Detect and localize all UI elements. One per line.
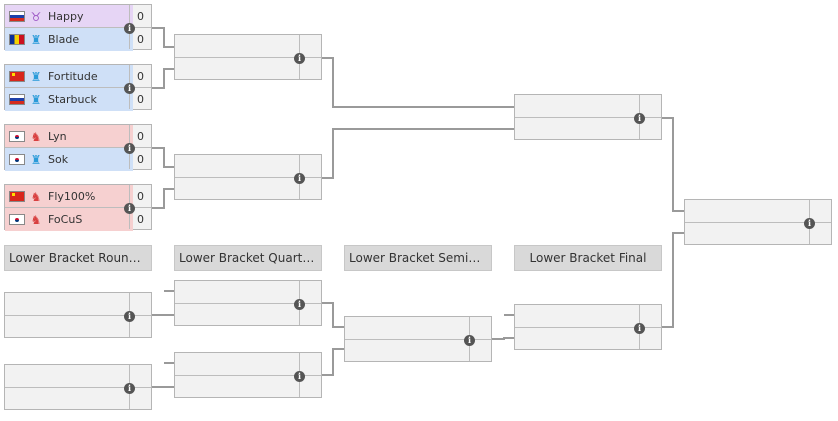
info-icon[interactable]: i: [294, 299, 305, 310]
china-flag-icon: [9, 191, 25, 202]
player-row[interactable]: ♜ Starbuck: [5, 88, 133, 111]
divider: [685, 222, 831, 223]
protoss-icon: ♜: [30, 69, 42, 84]
divider: [5, 87, 151, 88]
divider: [5, 27, 151, 28]
grand-final-match[interactable]: i: [684, 199, 832, 245]
korea-flag-icon: [9, 214, 25, 225]
upper-r1-match-4[interactable]: ♞ Fly100% ♞ FoCuS 0 0 i: [4, 184, 152, 231]
divider: [175, 57, 321, 58]
player-row[interactable]: ♞ Lyn: [5, 125, 133, 148]
player-name[interactable]: Lyn: [48, 130, 67, 143]
lower-qf-match-1[interactable]: i: [174, 280, 322, 326]
player-row[interactable]: ♞ Fly100%: [5, 185, 133, 208]
divider: [515, 327, 661, 328]
divider: [345, 339, 491, 340]
upper-r1-match-2[interactable]: ♜ Fortitude ♜ Starbuck 0 0 i: [4, 64, 152, 111]
info-icon[interactable]: i: [124, 83, 135, 94]
protoss-icon: ♜: [30, 152, 42, 167]
upper-qf-match-2[interactable]: i: [174, 154, 322, 200]
terran-icon: ♞: [30, 212, 42, 227]
player-row[interactable]: ♜ Blade: [5, 28, 133, 51]
player-row[interactable]: ♞ FoCuS: [5, 208, 133, 231]
lower-r1-match-1[interactable]: i: [4, 292, 152, 338]
lower-r1-match-2[interactable]: i: [4, 364, 152, 410]
lower-final-header: Lower Bracket Final: [514, 245, 662, 271]
player-name[interactable]: FoCuS: [48, 213, 83, 226]
divider: [175, 375, 321, 376]
info-icon[interactable]: i: [124, 23, 135, 34]
terran-icon: ♞: [30, 189, 42, 204]
player-score: 0: [137, 70, 144, 83]
info-icon[interactable]: i: [124, 311, 135, 322]
protoss-icon: ♜: [30, 92, 42, 107]
player-score: 0: [137, 93, 144, 106]
upper-qf-match-1[interactable]: i: [174, 34, 322, 80]
upper-r1-match-1[interactable]: ♉ Happy ♜ Blade 0 0 i: [4, 4, 152, 51]
player-score: 0: [137, 213, 144, 226]
lower-qf-match-2[interactable]: i: [174, 352, 322, 398]
divider: [515, 117, 661, 118]
russia-flag-icon: [9, 11, 25, 22]
player-row[interactable]: ♉ Happy: [5, 5, 133, 28]
player-row[interactable]: ♜ Sok: [5, 148, 133, 171]
korea-flag-icon: [9, 131, 25, 142]
player-name[interactable]: Starbuck: [48, 93, 97, 106]
player-name[interactable]: Blade: [48, 33, 80, 46]
info-icon[interactable]: i: [294, 173, 305, 184]
info-icon[interactable]: i: [124, 203, 135, 214]
info-icon[interactable]: i: [464, 335, 475, 346]
romania-flag-icon: [9, 34, 25, 45]
china-flag-icon: [9, 71, 25, 82]
upper-final-match[interactable]: i: [514, 94, 662, 140]
divider: [5, 207, 151, 208]
divider: [5, 147, 151, 148]
info-icon[interactable]: i: [294, 371, 305, 382]
player-name[interactable]: Happy: [48, 10, 84, 23]
protoss-icon: ♜: [30, 32, 42, 47]
divider: [5, 387, 151, 388]
player-score: 0: [137, 153, 144, 166]
info-icon[interactable]: i: [294, 53, 305, 64]
info-icon[interactable]: i: [804, 218, 815, 229]
divider: [5, 315, 151, 316]
lower-semifinal-header: Lower Bracket Semifi...: [344, 245, 492, 271]
info-icon[interactable]: i: [124, 143, 135, 154]
divider: [175, 303, 321, 304]
player-name[interactable]: Fortitude: [48, 70, 98, 83]
divider: [175, 177, 321, 178]
lower-sf-match[interactable]: i: [344, 316, 492, 362]
player-score: 0: [137, 33, 144, 46]
player-score: 0: [137, 130, 144, 143]
terran-icon: ♞: [30, 129, 42, 144]
lower-quarterfinal-header: Lower Bracket Quarte...: [174, 245, 322, 271]
info-icon[interactable]: i: [634, 323, 645, 334]
russia-flag-icon: [9, 94, 25, 105]
player-score: 0: [137, 10, 144, 23]
player-row[interactable]: ♜ Fortitude: [5, 65, 133, 88]
lower-final-match[interactable]: i: [514, 304, 662, 350]
info-icon[interactable]: i: [124, 383, 135, 394]
zerg-icon: ♉: [30, 9, 42, 24]
player-name[interactable]: Fly100%: [48, 190, 96, 203]
upper-r1-match-3[interactable]: ♞ Lyn ♜ Sok 0 0 i: [4, 124, 152, 171]
player-score: 0: [137, 190, 144, 203]
lower-round1-header: Lower Bracket Round 1: [4, 245, 152, 271]
player-name[interactable]: Sok: [48, 153, 69, 166]
korea-flag-icon: [9, 154, 25, 165]
info-icon[interactable]: i: [634, 113, 645, 124]
